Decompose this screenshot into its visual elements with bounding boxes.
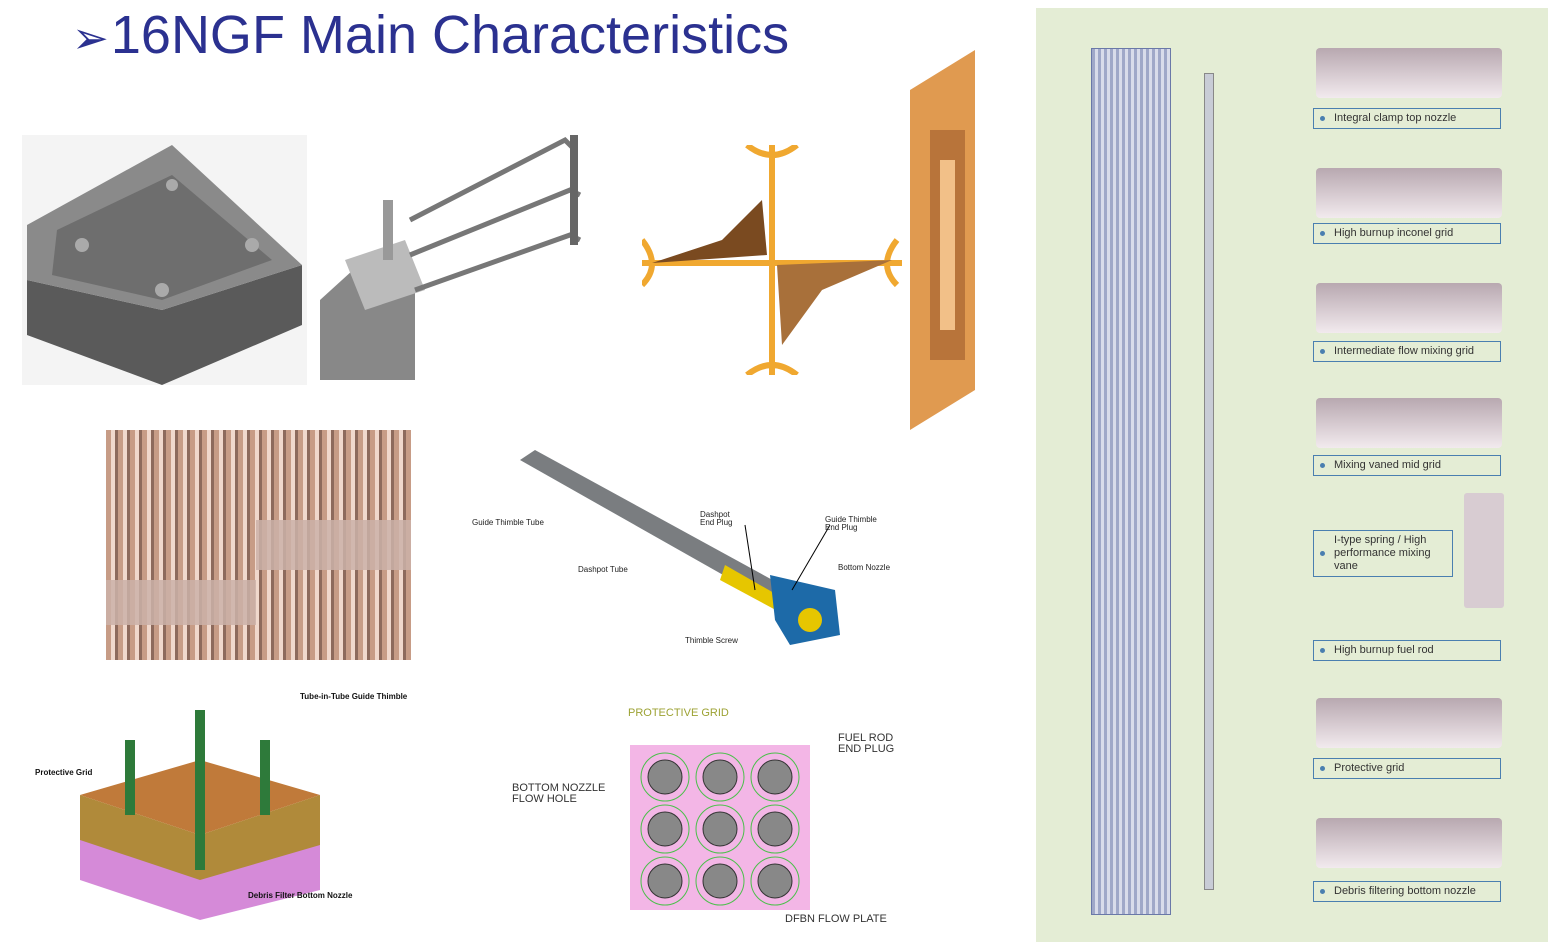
grid-cell — [750, 856, 800, 906]
component-label: Protective grid — [1313, 758, 1501, 779]
grid-cell — [640, 804, 690, 854]
label-dashpot-tube: Dashpot Tube — [578, 565, 628, 574]
fuel-rod-end-plug — [757, 759, 793, 795]
fuel-rod-end-plug — [757, 863, 793, 899]
component-label: Mixing vaned mid grid — [1313, 455, 1501, 476]
fuel-rod-end-plug — [702, 863, 738, 899]
fuel-rod-end-plug — [647, 811, 683, 847]
fuel-rod-end-plug — [647, 863, 683, 899]
mixing-grid-cell-image — [642, 145, 902, 375]
label-protective-grid: Protective Grid — [35, 768, 93, 777]
flow-plate-diagram — [630, 745, 810, 910]
component-image — [1316, 698, 1502, 748]
component-label: I-type spring / High performance mixing … — [1313, 530, 1453, 577]
label-guide-thimble-end-plug: Guide Thimble End Plug — [825, 515, 877, 532]
grid-cell — [640, 752, 690, 802]
grid-cell — [640, 856, 690, 906]
component-image — [1316, 818, 1502, 868]
label-bottom-nozzle-flow-hole: BOTTOM NOZZLE FLOW HOLE — [512, 782, 606, 805]
component-image — [1316, 398, 1502, 448]
arrow-bullet-icon: ➢ — [72, 14, 109, 63]
fuel-assembly-image — [1091, 48, 1171, 915]
title-text: 16NGF Main Characteristics — [110, 5, 790, 65]
fuel-rod-end-plug — [702, 811, 738, 847]
spring-image — [1464, 493, 1504, 608]
component-image — [1316, 283, 1502, 333]
page-title: ➢16NGF Main Characteristics — [72, 4, 789, 66]
guide-thimble-diagram — [520, 450, 840, 645]
component-label: Integral clamp top nozzle — [1313, 108, 1501, 129]
spring-strap-image — [910, 50, 975, 430]
component-image — [1316, 168, 1502, 218]
label-dashpot-end-plug: Dashpot End Plug — [700, 510, 733, 527]
label-debris-filter: Debris Filter Bottom Nozzle — [248, 891, 353, 900]
component-label: Intermediate flow mixing grid — [1313, 341, 1501, 362]
label-fuel-rod-end-plug: FUEL ROD END PLUG — [838, 732, 895, 755]
clamp-spring-render-image — [320, 135, 582, 380]
component-label: High burnup inconel grid — [1313, 223, 1501, 244]
bottom-nozzle-render-image — [22, 135, 307, 385]
grid-cell — [695, 804, 745, 854]
label-dfbn-flow-plate: DFBN FLOW PLATE — [785, 913, 887, 925]
fuel-rod-grid-photo — [106, 430, 411, 660]
component-image — [1316, 48, 1502, 98]
grid-cell — [750, 752, 800, 802]
grid-cell — [695, 856, 745, 906]
fuel-rod-end-plug — [647, 759, 683, 795]
label-bottom-nozzle: Bottom Nozzle — [838, 563, 891, 572]
component-label: High burnup fuel rod — [1313, 640, 1501, 661]
fuel-rod-end-plug — [757, 811, 793, 847]
fuel-rod-end-plug — [702, 759, 738, 795]
label-tube-in-tube: Tube-in-Tube Guide Thimble — [300, 692, 408, 701]
grid-cell — [750, 804, 800, 854]
label-thimble-screw: Thimble Screw — [685, 636, 738, 645]
label-guide-thimble-tube: Guide Thimble Tube — [472, 518, 544, 527]
label-protective-grid-plate: PROTECTIVE GRID — [628, 707, 729, 719]
grid-cell — [695, 752, 745, 802]
protective-grid-nozzle-render — [80, 710, 320, 920]
fuel-rod-image — [1204, 73, 1214, 890]
component-label: Debris filtering bottom nozzle — [1313, 881, 1501, 902]
